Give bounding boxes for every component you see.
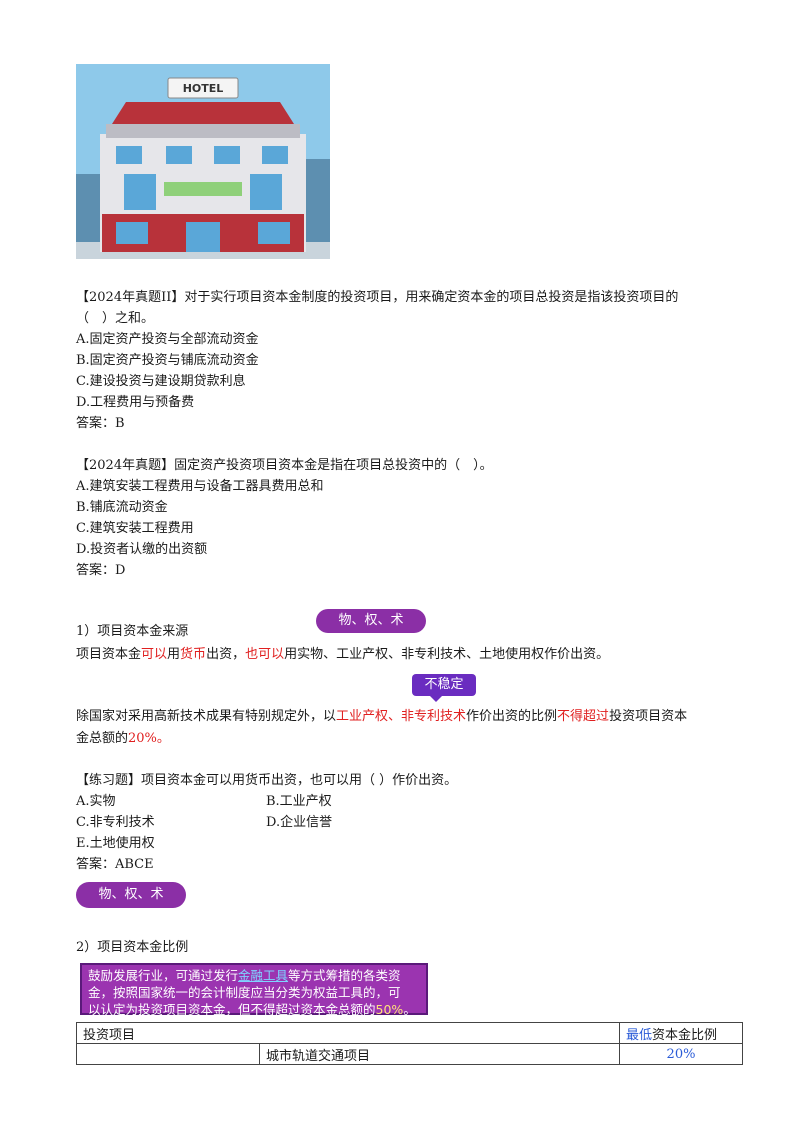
table-header-ratio: 最低资本金比例 <box>619 1022 743 1044</box>
capital-ratio-table: 投资项目 最低资本金比例 城市轨道交通项目 20% <box>76 1022 743 1065</box>
q2-option-d: D.投资者认缴的出资额 <box>76 542 208 557</box>
q2-option-a: A.建筑安装工程费用与设备工器具费用总和 <box>76 479 324 494</box>
q1-answer: 答案：B <box>76 416 125 431</box>
table-cell-project: 城市轨道交通项目 <box>259 1043 620 1065</box>
table-header-row: 投资项目 最低资本金比例 <box>76 1022 743 1044</box>
q1-option-c: C.建设投资与建设期贷款利息 <box>76 374 246 389</box>
q2-option-c: C.建筑安装工程费用 <box>76 521 194 536</box>
section1-paragraph1: 项目资本金可以用货币出资，也可以用实物、工业产权、非专利技术、土地使用权作价出资… <box>76 647 610 662</box>
section1-heading: 1）项目资本金来源 <box>76 624 189 639</box>
q1-stem-line1: 【2024年真题II】对于实行项目资本金制度的投资项目，用来确定资本金的项目总投… <box>76 290 679 305</box>
practice-option-b: B.工业产权 <box>266 794 332 809</box>
note-line1: 鼓励发展行业，可通过发行金融工具等方式筹措的各类资 <box>88 968 401 983</box>
practice-stem: 【练习题】项目资本金可以用货币出资，也可以用（ ）作价出资。 <box>76 773 458 788</box>
note-line3: 以认定为投资项目资本金，但不得超过资本金总额的50%。 <box>88 1002 416 1017</box>
q1-option-d: D.工程费用与预备费 <box>76 395 195 410</box>
callout-tag-unstable: 不稳定 <box>412 674 476 702</box>
table-cell-empty <box>76 1043 260 1065</box>
q2-option-b: B.铺底流动资金 <box>76 500 168 515</box>
hint-pill-wu-quan-shu: 物、权、术 <box>316 609 426 633</box>
practice-option-e: E.土地使用权 <box>76 836 155 851</box>
practice-answer: 答案：ABCE <box>76 857 154 872</box>
q1-stem-line2: （ ）之和。 <box>76 311 155 326</box>
practice-option-c: C.非专利技术 <box>76 815 155 830</box>
q2-stem: 【2024年真题】固定资产投资项目资本金是指在项目总投资中的（ ）。 <box>76 458 493 473</box>
table-row: 城市轨道交通项目 20% <box>76 1043 743 1065</box>
note-line2: 金，按照国家统一的会计制度应当分类为权益工具的，可 <box>88 985 401 1000</box>
hotel-illustration: HOTEL <box>76 64 330 259</box>
section1-paragraph2-line1: 除国家对采用高新技术成果有特别规定外，以工业产权、非专利技术作价出资的比例不得超… <box>76 709 688 724</box>
q1-option-a: A.固定资产投资与全部流动资金 <box>76 332 259 347</box>
hint-pill-wu-quan-shu-2: 物、权、术 <box>76 882 186 908</box>
practice-option-a: A.实物 <box>76 794 116 809</box>
table-cell-ratio: 20% <box>619 1043 743 1065</box>
section2-heading: 2）项目资本金比例 <box>76 940 189 955</box>
q2-answer: 答案：D <box>76 563 126 578</box>
table-header-project: 投资项目 <box>76 1022 620 1044</box>
section1-paragraph2-line2: 金总额的20%。 <box>76 731 170 746</box>
highlight-note-box: 鼓励发展行业，可通过发行金融工具等方式筹措的各类资 金，按照国家统一的会计制度应… <box>80 963 428 1017</box>
q1-option-b: B.固定资产投资与铺底流动资金 <box>76 353 259 368</box>
hotel-sign-text: HOTEL <box>183 82 224 95</box>
practice-option-d: D.企业信誉 <box>266 815 333 830</box>
